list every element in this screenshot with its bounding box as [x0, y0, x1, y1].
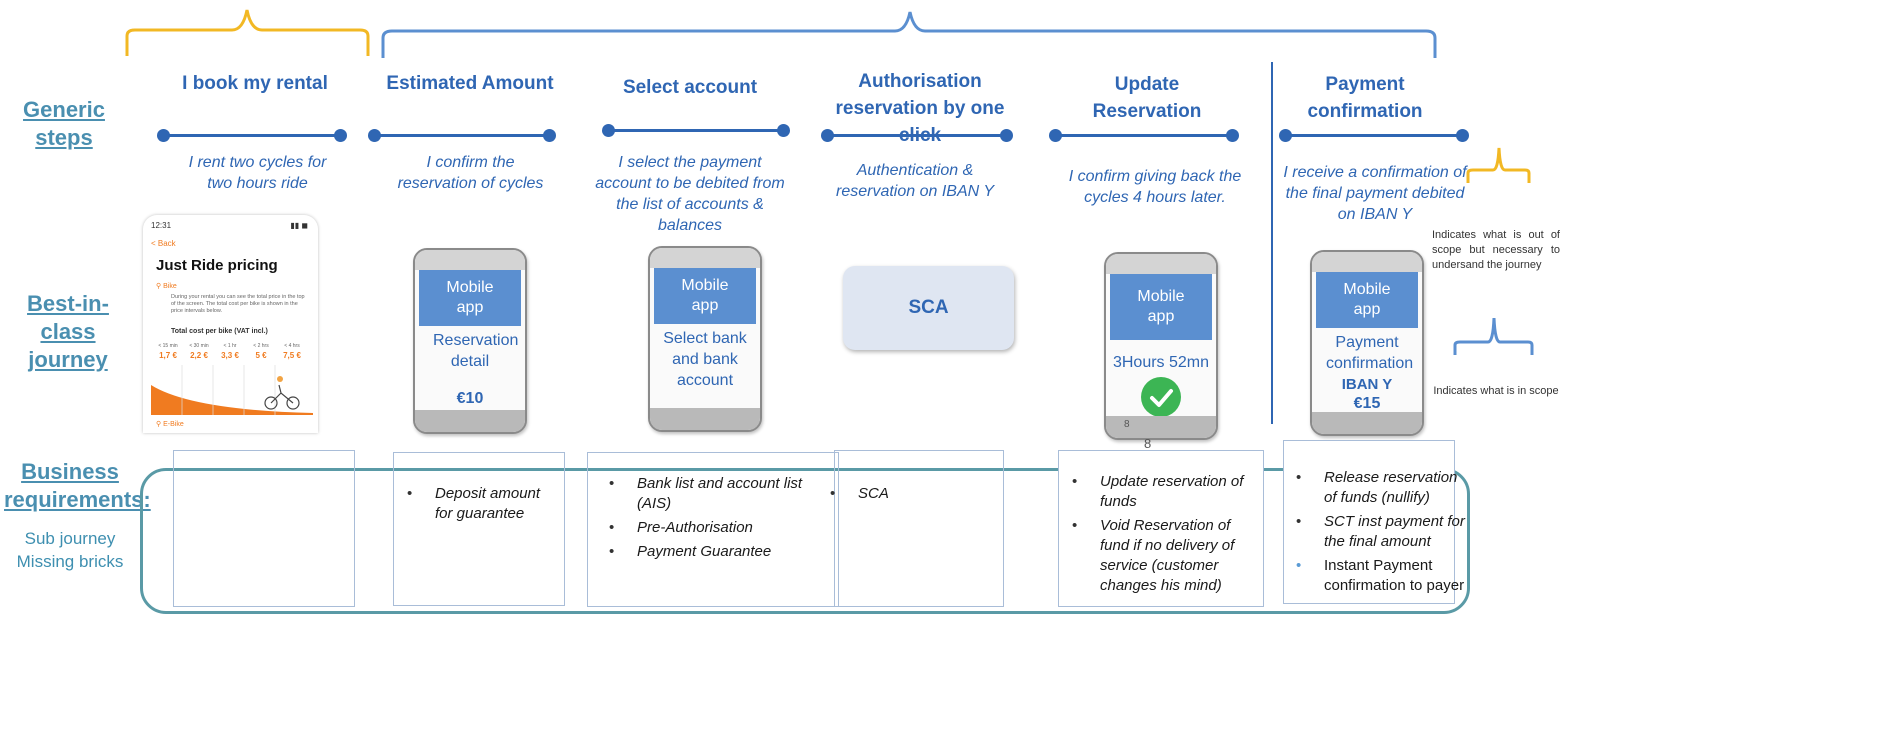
step-line-5	[1049, 129, 1239, 142]
interval-price: 3,3 €	[221, 351, 239, 360]
step-desc-book-rental: I rent two cycles for two hours ride	[188, 154, 327, 192]
interval-label: < 30 min	[189, 343, 209, 349]
legend-out-of-scope-bracket	[1466, 147, 1531, 183]
requirement-list-update-reservation: Update reservation of funds Void Reserva…	[1060, 472, 1260, 600]
step-line-1	[157, 129, 347, 142]
sca-label: SCA	[908, 297, 949, 318]
step-title-payment-confirmation: Payment confirmation	[1307, 74, 1423, 122]
interval-label: < 4 hrs	[284, 343, 300, 349]
phone-payment-confirmation: Mobile app Payment confirmation IBAN Y €…	[1310, 250, 1424, 436]
step-desc-update-reservation: I confirm giving back the cycles 4 hours…	[1068, 168, 1242, 206]
row-label-best-in-class: Best-in-class journey	[27, 291, 109, 372]
back-link[interactable]: < Back	[151, 239, 176, 248]
step-title-select-account: Select account	[622, 77, 758, 98]
step-line-4	[821, 129, 1013, 142]
step-desc-estimated-amount: I confirm the reservation of cycles	[397, 154, 544, 192]
scope-divider	[1271, 62, 1273, 424]
pricing-app-screenshot: 12:31 ▮▮ ◼ < Back Just Ride pricing ⚲ Bi…	[143, 215, 318, 433]
sca-box: SCA	[843, 266, 1014, 350]
status-time: 12:31	[151, 221, 172, 230]
pricing-title: Just Ride pricing	[156, 257, 278, 274]
requirement-item: SCT inst payment for the final amount	[1284, 512, 1472, 552]
requirement-list-authorisation: SCA	[818, 484, 998, 508]
step-title-book-rental: I book my rental	[182, 73, 328, 94]
requirement-item: Bank list and account list (AIS)	[597, 474, 827, 514]
step-desc-select-account: I select the payment account to be debit…	[595, 154, 785, 234]
interval-price: 2,2 €	[190, 351, 208, 360]
row-label-business-requirements: Business requirements:	[4, 459, 151, 512]
legend-out-of-scope-text: Indicates what is out of scope but neces…	[1432, 229, 1560, 271]
requirement-item: SCA	[818, 484, 998, 504]
row-label-missing-bricks: Missing bricks	[16, 552, 124, 571]
page-footnote: 8	[1124, 419, 1130, 430]
legend-in-scope-text: Indicates what is in scope	[1433, 385, 1559, 397]
step-title-estimated-amount: Estimated Amount	[386, 73, 554, 94]
select-bank-text: Select bank and bank account	[663, 330, 747, 389]
interval-label: < 2 hrs	[253, 343, 269, 349]
interval-label: < 1 hr	[223, 343, 237, 349]
top-brackets	[125, 9, 1437, 58]
requirement-item: Pre-Authorisation	[597, 518, 827, 538]
price-curve-graphic	[151, 365, 313, 415]
requirement-list-payment-confirmation: Release reservation of funds (nullify) S…	[1284, 468, 1472, 600]
payment-confirmation-text: Payment confirmation	[1326, 334, 1414, 372]
requirement-item: Payment Guarantee	[597, 542, 827, 562]
remaining-time-text: 3Hours 52mn	[1112, 354, 1210, 371]
pricing-description: During your rental you can see the total…	[171, 294, 305, 314]
step-title-update-reservation: Update Reservation	[1092, 74, 1202, 122]
step-desc-authorisation: Authentication & reservation on IBAN Y	[835, 162, 994, 200]
step-desc-payment-confirmation: I receive a confirmation of the final pa…	[1283, 164, 1467, 223]
interval-label: < 15 min	[158, 343, 178, 349]
requirement-box-3	[587, 452, 839, 607]
out-of-scope-bracket	[125, 9, 370, 56]
requirement-item: Release reservation of funds (nullify)	[1284, 468, 1472, 508]
step-line-3	[602, 124, 790, 137]
requirement-box-2	[393, 452, 565, 606]
check-icon	[1141, 377, 1181, 417]
requirement-box-4	[834, 450, 1004, 607]
step-line-2	[368, 129, 556, 142]
section-bike: ⚲ Bike	[156, 283, 177, 290]
payment-amount: €15	[1353, 395, 1381, 412]
requirement-item: Instant Payment confirmation to payer	[1284, 556, 1472, 596]
ebike-icon: ⚲	[156, 421, 162, 428]
step-line-6	[1279, 129, 1469, 142]
row-label-generic-steps: Generic steps	[23, 97, 105, 150]
requirement-item: Void Reservation of fund if no delivery …	[1060, 516, 1260, 596]
interval-price: 7,5 €	[283, 351, 301, 360]
requirement-item: Update reservation of funds	[1060, 472, 1260, 512]
requirement-list-estimated-amount: Deposit amount for guarantee	[395, 484, 561, 528]
bike-icon: ⚲	[156, 283, 162, 290]
section-ebike: ⚲ E-Bike	[156, 421, 184, 428]
reservation-amount: €10	[456, 390, 484, 407]
iban-text: IBAN Y	[1341, 376, 1393, 393]
requirement-item: Deposit amount for guarantee	[395, 484, 561, 524]
in-scope-bracket	[381, 11, 1437, 58]
phone-select-account: Mobile app Select bank and bank account	[648, 246, 762, 432]
mobile-app-header: Mobile app	[1110, 274, 1212, 340]
cyclist-icon	[264, 376, 300, 410]
requirement-list-select-account: Bank list and account list (AIS) Pre-Aut…	[597, 474, 827, 566]
requirement-box-1	[173, 450, 355, 607]
mobile-app-header: Mobile app	[419, 270, 521, 326]
interval-price: 5 €	[255, 351, 267, 360]
footnote-marker: 8	[1144, 436, 1152, 451]
mobile-app-header: Mobile app	[1316, 272, 1418, 328]
phone-reservation-detail: Mobile app Reservation detail €10	[413, 248, 527, 434]
row-label-sub-journey: Sub journey	[24, 529, 116, 548]
phone-update-reservation: Mobile app 3Hours 52mn 8	[1104, 252, 1218, 440]
battery-icon: ▮▮ ◼	[290, 221, 308, 230]
reservation-detail-text: Reservation detail	[433, 332, 519, 370]
total-label: Total cost per bike (VAT incl.)	[171, 328, 268, 335]
legend-in-scope-bracket	[1453, 317, 1534, 355]
interval-price: 1,7 €	[159, 351, 177, 360]
mobile-app-header: Mobile app	[654, 268, 756, 324]
